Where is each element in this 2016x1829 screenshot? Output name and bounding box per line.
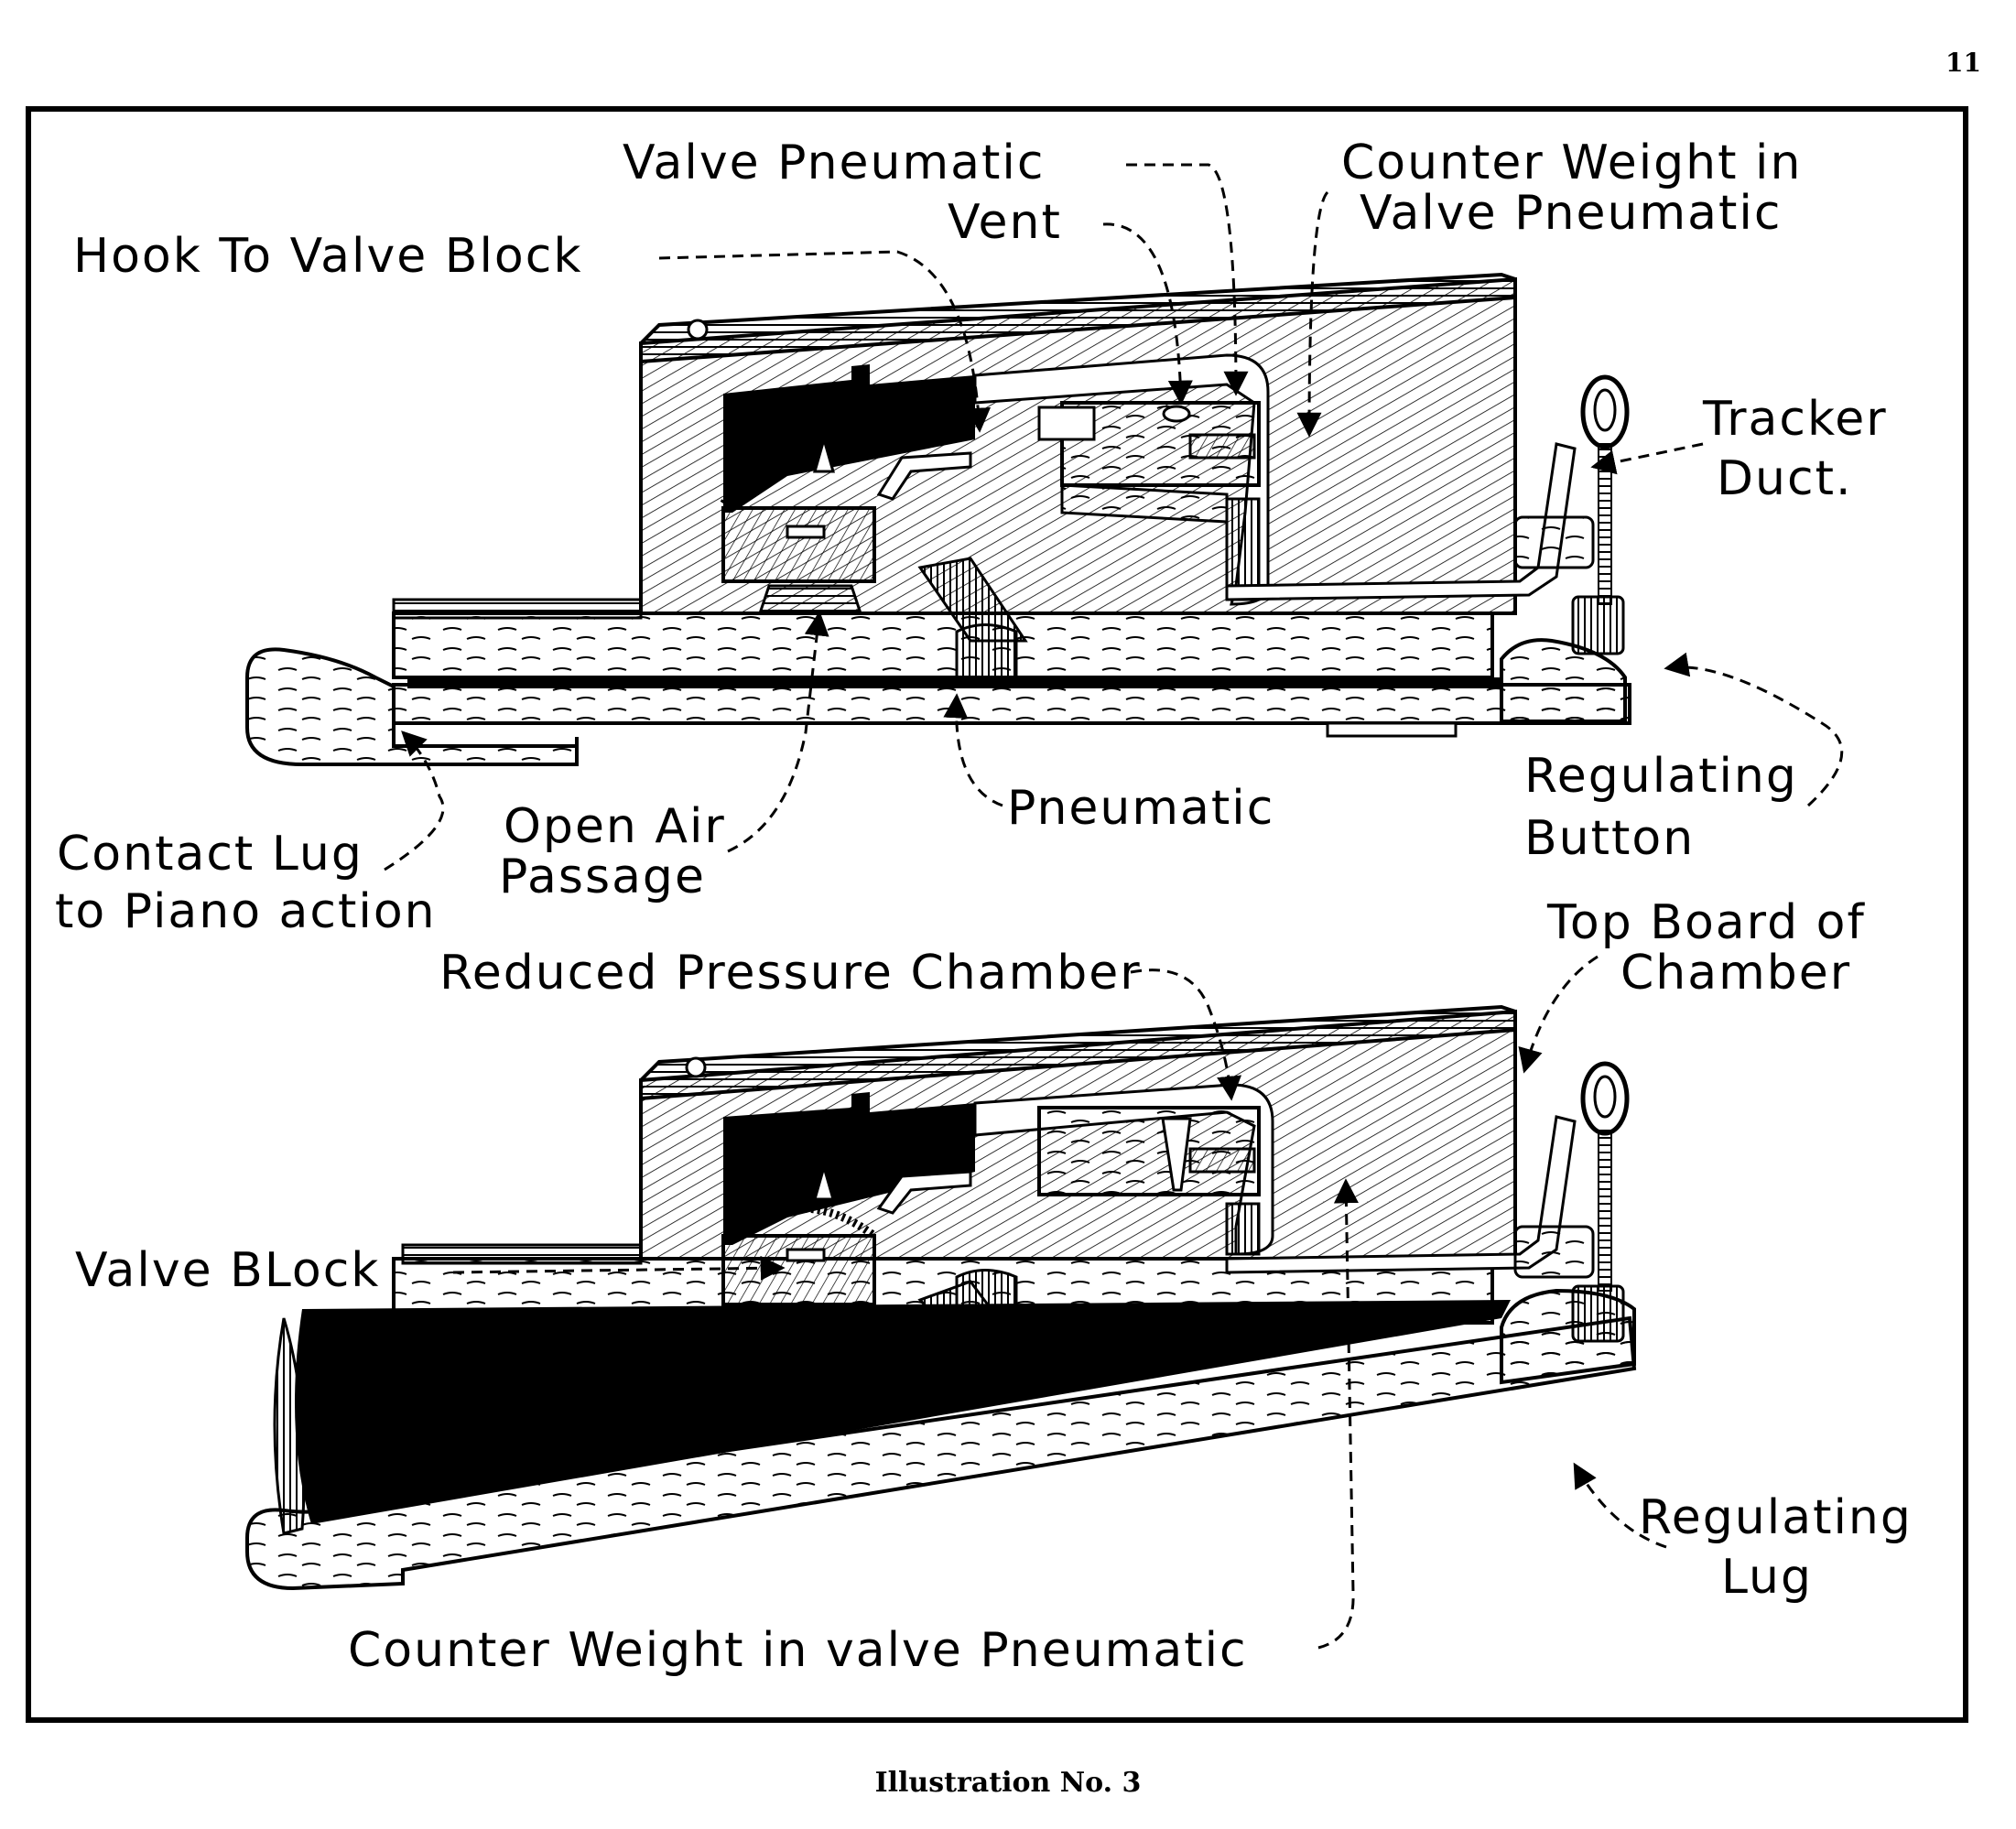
- valve-block: [721, 506, 876, 583]
- leader-regulating-button: [1664, 652, 1844, 807]
- leader-contact-lug: [384, 731, 445, 871]
- label-pneumatic: Pneumatic: [1007, 781, 1275, 836]
- bottom-mechanism: [245, 1004, 1637, 1591]
- leader-hook: [658, 250, 992, 433]
- leader-top-board: [1518, 955, 1599, 1074]
- regulating-button: [1571, 595, 1625, 655]
- label-regulating-button-line2: Button: [1524, 811, 1696, 866]
- leader-counter-weight-top: [1296, 190, 1329, 438]
- label-regulating-lug-line2: Lug: [1721, 1550, 1814, 1605]
- leader-valve-block: [452, 1255, 786, 1281]
- label-tracker-line2: Duct.: [1717, 451, 1853, 506]
- contact-lug: [245, 647, 579, 766]
- label-counter-weight-line2: Valve Pneumatic: [1360, 186, 1783, 241]
- label-top-board-line1: Top Board of: [1547, 895, 1866, 950]
- page-number: 11: [1946, 48, 1981, 78]
- counter-weight: [1188, 433, 1256, 460]
- tracker-duct: [1225, 442, 1577, 601]
- label-tracker-line1: Tracker: [1703, 392, 1888, 447]
- pneumatic-upper-board: [392, 611, 1494, 679]
- label-regulating-button-line1: Regulating: [1524, 749, 1798, 804]
- leader-open-air: [727, 611, 829, 853]
- leader-tracker-duct: [1590, 442, 1704, 475]
- figure-caption: Illustration No. 3: [874, 1767, 1142, 1799]
- label-counter-weight-bottom: Counter Weight in valve Pneumatic: [348, 1623, 1248, 1678]
- leader-lines: [384, 163, 1844, 1650]
- label-contact-lug-line2: to Piano action: [55, 884, 437, 939]
- label-vent: Vent: [948, 195, 1062, 250]
- label-valve-block: Valve BLock: [75, 1243, 381, 1298]
- pneumatic-lower-board: [392, 683, 1631, 725]
- top-board: [639, 272, 1517, 364]
- figure-frame: [26, 106, 1968, 1723]
- leader-vent: [1102, 222, 1193, 406]
- label-counter-weight-line1: Counter Weight in: [1341, 135, 1803, 190]
- label-valve-pneumatic: Valve Pneumatic: [623, 135, 1046, 190]
- label-open-air-line2: Passage: [499, 850, 706, 904]
- top-board-bottom: [639, 1004, 1517, 1101]
- leader-reduced-pressure: [1130, 969, 1242, 1101]
- label-reduced-pressure-chamber: Reduced Pressure Chamber: [439, 946, 1142, 1001]
- top-mechanism: [245, 272, 1631, 766]
- hook: [876, 451, 972, 501]
- leader-valve-pneumatic: [1126, 163, 1249, 396]
- leader-counter-weight-bottom: [1317, 1178, 1359, 1650]
- label-open-air-line1: Open Air: [504, 799, 726, 854]
- pneumatic-gap: [407, 677, 1501, 688]
- label-contact-lug-line1: Contact Lug: [57, 827, 363, 882]
- leader-regulating-lug: [1573, 1462, 1667, 1549]
- label-hook-to-valve-block: Hook To Valve Block: [73, 229, 583, 284]
- label-regulating-lug-line1: Regulating: [1639, 1490, 1913, 1545]
- label-top-board-line2: Chamber: [1620, 946, 1852, 1001]
